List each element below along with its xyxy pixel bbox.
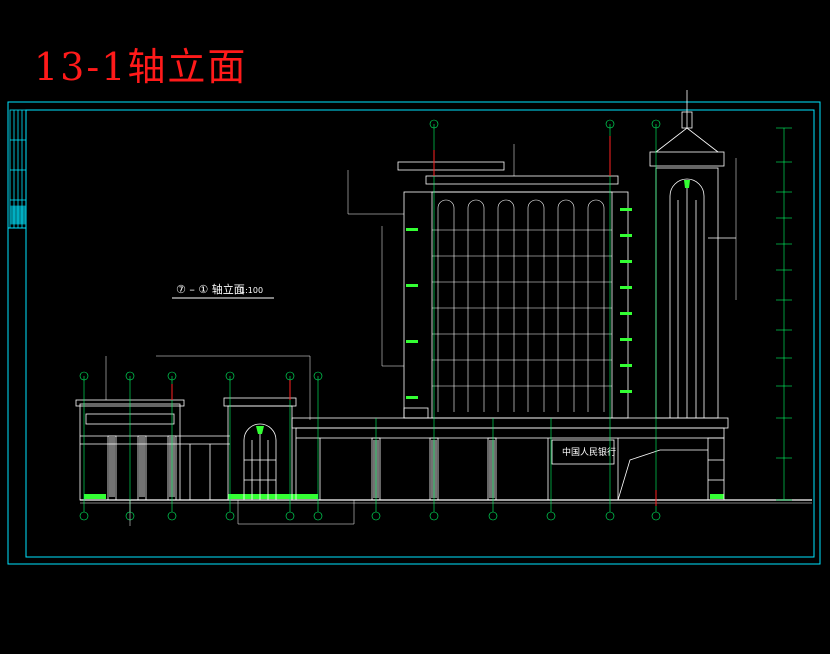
entrance-pavilion [223,397,297,501]
page-title: 13-1轴立面 [34,45,248,89]
right-tower [649,90,736,419]
tower-windows [432,199,612,412]
dome-keystone [684,180,690,188]
podium [291,417,729,501]
ground-planting [84,494,724,499]
floor-level-markers [406,208,632,399]
left-wing [75,399,230,501]
arch-keystone [256,426,264,434]
title-block-strip [9,109,27,229]
view-label: ⑦ – ① 轴立面 [176,282,245,296]
red-accent-marks [171,136,657,506]
callout-leaders [105,144,737,526]
view-scale: 1:100 [240,286,263,295]
left-wing-columns [109,437,175,497]
elevation-dimension [776,127,792,501]
main-tower [397,161,629,419]
axis-grid [79,119,661,521]
bank-sign: 中国人民银行 [562,446,616,458]
